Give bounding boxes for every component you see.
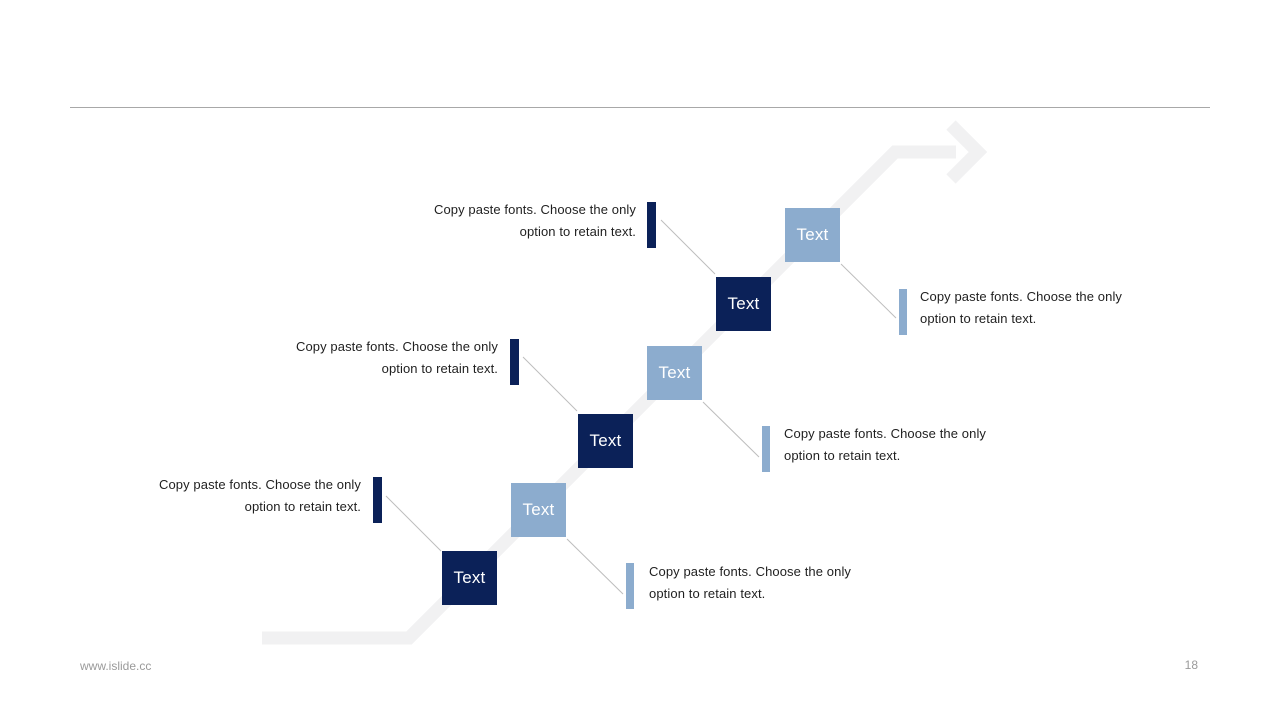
step-box-6: Text xyxy=(785,208,840,262)
caption-accent-bar xyxy=(373,477,382,523)
caption-accent-bar xyxy=(647,202,656,248)
caption-line: option to retain text. xyxy=(381,361,498,376)
caption-line: Copy paste fonts. Choose the only xyxy=(433,202,636,217)
caption-line: Copy paste fonts. Choose the only xyxy=(649,564,852,579)
connector-line xyxy=(385,495,442,552)
caption-1: Copy paste fonts. Choose the only option … xyxy=(434,199,636,243)
step-box-label: Text xyxy=(522,500,555,519)
caption-line: option to retain text. xyxy=(244,499,361,514)
connector-line xyxy=(840,263,897,319)
caption-4: Copy paste fonts. Choose the only option … xyxy=(784,423,986,467)
step-box-4: Text xyxy=(647,346,702,400)
footer-url: www.islide.cc xyxy=(80,659,152,673)
caption-accent-bar xyxy=(626,563,634,609)
caption-line: option to retain text. xyxy=(920,311,1037,326)
step-box-5: Text xyxy=(716,277,771,331)
header-divider xyxy=(70,107,1210,108)
step-box-label: Text xyxy=(727,294,760,313)
caption-3: Copy paste fonts. Choose the only option … xyxy=(296,336,498,380)
caption-accent-bar xyxy=(510,339,519,385)
step-box-label: Text xyxy=(796,225,829,244)
caption-line: Copy paste fonts. Choose the only xyxy=(920,289,1123,304)
caption-line: option to retain text. xyxy=(784,448,901,463)
caption-line: Copy paste fonts. Choose the only xyxy=(295,339,498,354)
step-box-1: Text xyxy=(442,551,497,605)
caption-6: Copy paste fonts. Choose the only option … xyxy=(649,561,851,605)
caption-line: Copy paste fonts. Choose the only xyxy=(784,426,987,441)
caption-line: option to retain text. xyxy=(649,586,766,601)
caption-2: Copy paste fonts. Choose the only option … xyxy=(920,286,1122,330)
flow-arrowhead-icon xyxy=(946,120,988,184)
page-number: 18 xyxy=(1184,658,1198,672)
connector-line xyxy=(522,356,578,412)
step-box-label: Text xyxy=(589,431,622,450)
step-box-2: Text xyxy=(511,483,566,537)
caption-accent-bar xyxy=(762,426,770,472)
connector-line xyxy=(660,219,716,275)
caption-line: Copy paste fonts. Choose the only xyxy=(158,477,361,492)
step-box-3: Text xyxy=(578,414,633,468)
connector-line xyxy=(702,401,760,458)
step-box-label: Text xyxy=(658,363,691,382)
connector-line xyxy=(566,538,624,595)
caption-accent-bar xyxy=(899,289,907,335)
step-box-label: Text xyxy=(453,568,486,587)
caption-line: option to retain text. xyxy=(519,224,636,239)
caption-5: Copy paste fonts. Choose the only option … xyxy=(159,474,361,518)
